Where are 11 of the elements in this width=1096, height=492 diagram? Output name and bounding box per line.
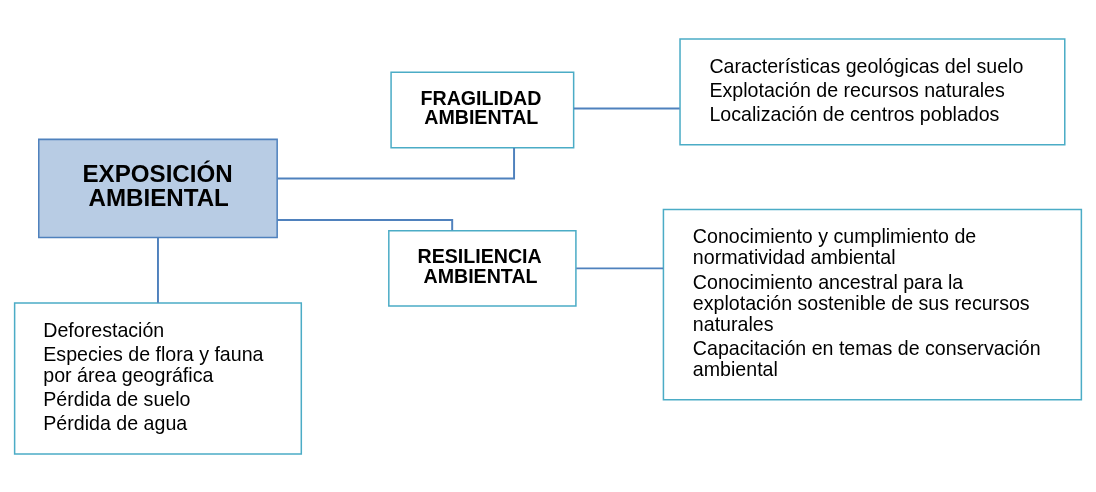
node-box: EXPOSICIÓN AMBIENTAL — [38, 138, 278, 238]
node-box: RESILIENCIA AMBIENTAL — [388, 229, 577, 307]
node-box: Características geológicas del suelo Explotación de recursos naturales Localización de centros poblados — [679, 37, 1066, 145]
connector — [157, 236, 159, 304]
node-box: Deforestación Especies de flora y fauna por área geográfica Pérdida de suelo Pérdida de agua — [13, 301, 303, 455]
connector — [572, 106, 681, 109]
node-box: FRAGILIDAD AMBIENTAL — [390, 70, 575, 148]
connector — [575, 266, 665, 269]
connector — [276, 218, 454, 231]
connector — [276, 146, 516, 180]
node-box: Conocimiento y cumplimiento de normatividad ambiental Conocimiento ancestral para la explotación sostenible de sus recursos naturales Capacitación en temas de conservación ambiental — [662, 208, 1083, 400]
